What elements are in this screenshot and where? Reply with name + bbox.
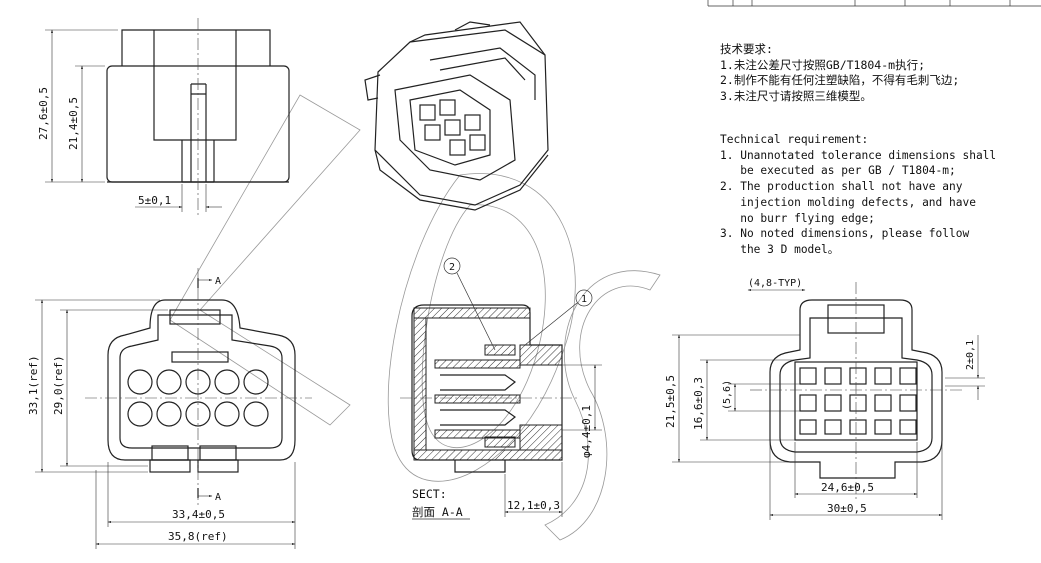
- requirements-en: Technical requirement: 1. Unannotated to…: [720, 132, 996, 258]
- dim-front-inner-height-ref: 29,0(ref): [52, 355, 65, 415]
- front-view: [35, 268, 312, 549]
- dim-rear-pitch: (5,6): [722, 380, 733, 410]
- dim-rear-width-inner: 24,6±0,5: [821, 481, 874, 494]
- dim-rear-height-inner: 16,6±0,3: [692, 377, 705, 430]
- dim-top-height-inner: 21,4±0,5: [67, 97, 80, 150]
- requirements-en-line: no burr flying edge;: [720, 211, 875, 225]
- dim-front-width-ref: 35,8(ref): [168, 530, 228, 543]
- requirements-cn-item: 2.制作不能有任何注塑缺陷，不得有毛刺飞边;: [720, 73, 960, 87]
- requirements-cn: 技术要求: 1.未注公差尺寸按照GB/T1804-m执行; 2.制作不能有任何注…: [720, 42, 959, 104]
- section-view: [400, 257, 602, 517]
- requirements-en-line: injection molding defects, and have: [720, 195, 976, 209]
- dim-rear-typ: (4,8-TYP): [748, 278, 802, 289]
- dim-rear-right: 2±0,1: [965, 340, 976, 370]
- requirements-en-line: 2. The production shall not have any: [720, 180, 963, 194]
- section-label-en: SECT:: [412, 487, 447, 501]
- requirements-en-line: 1. Unannotated tolerance dimensions shal…: [720, 148, 997, 162]
- isometric-view: [364, 21, 549, 211]
- dim-rear-height-outer: 21,5±0,5: [664, 375, 677, 428]
- dim-section-length: 12,1±0,3: [507, 499, 560, 512]
- top-view: [45, 18, 290, 215]
- dim-front-width: 33,4±0,5: [172, 508, 225, 521]
- requirements-cn-item: 3.未注尺寸请按照三维模型。: [720, 88, 872, 103]
- section-label-cn: 剖面 A-A: [412, 505, 463, 519]
- dim-rear-width-outer: 30±0,5: [827, 502, 867, 515]
- requirements-en-line: the 3 D model。: [720, 242, 839, 256]
- section-marker-bottom: A: [215, 492, 221, 503]
- dim-top-width-small: 5±0,1: [138, 194, 171, 207]
- dim-section-diameter: φ4,4±0,1: [580, 405, 593, 458]
- dim-front-height-ref: 33,1(ref): [27, 355, 40, 415]
- requirements-en-line: be executed as per GB / T1804-m;: [720, 164, 956, 178]
- requirements-en-title: Technical requirement:: [720, 133, 869, 146]
- title-block-fragment: [707, 0, 1041, 7]
- dim-top-height-total: 27,6±0,5: [37, 87, 50, 140]
- section-marker-top: A: [215, 276, 221, 287]
- requirements-cn-title: 技术要求:: [720, 42, 773, 56]
- callout-2: 2: [449, 262, 455, 273]
- requirements-en-line: 3. No noted dimensions, please follow: [720, 227, 970, 241]
- requirements-cn-item: 1.未注公差尺寸按照GB/T1804-m执行;: [720, 57, 926, 72]
- callout-1: 1: [581, 294, 587, 305]
- rear-view: [672, 282, 985, 520]
